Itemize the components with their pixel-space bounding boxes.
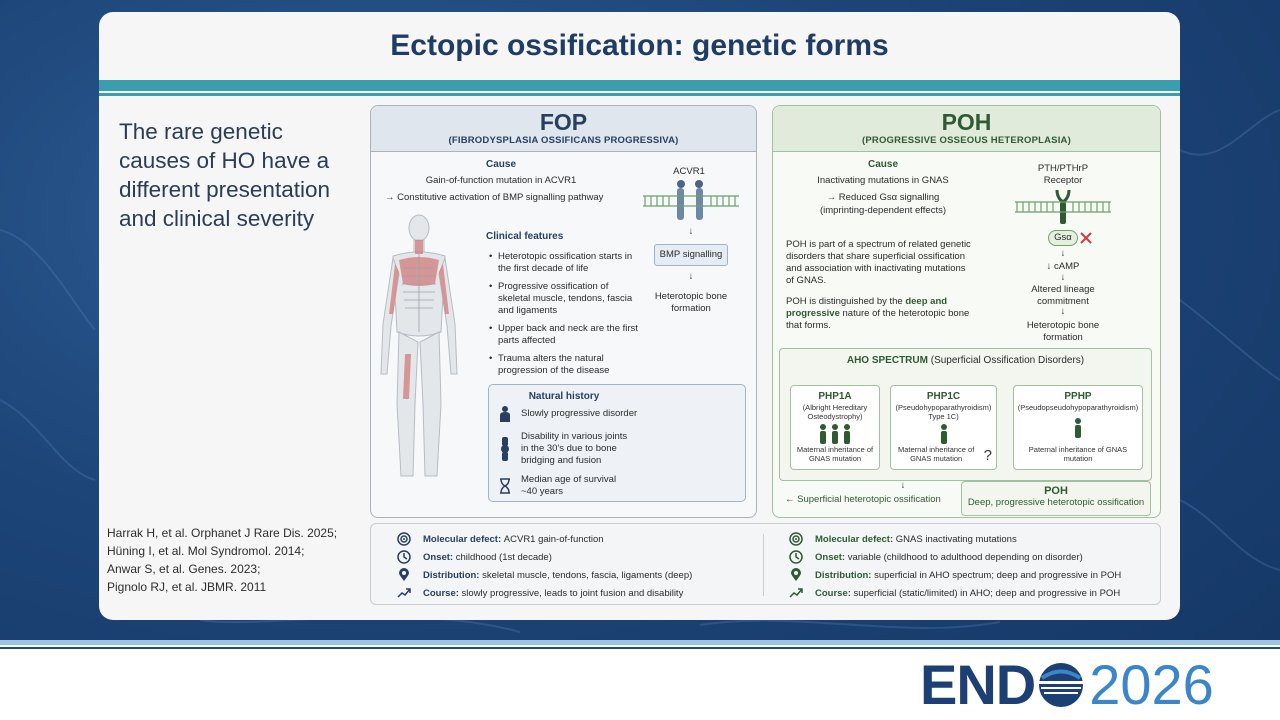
slide-subtitle: The rare genetic causes of HO have a dif… bbox=[119, 119, 330, 231]
summary-strip: Molecular defect: ACVR1 gain-of-function… bbox=[370, 523, 1161, 605]
arrow-down-icon: ↓ bbox=[1060, 248, 1066, 259]
hourglass-icon bbox=[500, 478, 510, 494]
clock-icon bbox=[789, 550, 803, 564]
bmp-signalling-box: BMP signalling bbox=[654, 244, 728, 266]
fop-header: FOP (FIBRODYSPLASIA OSSIFICANS PROGRESSI… bbox=[371, 106, 756, 152]
clinical-feature-item: Progressive ossification of skeletal mus… bbox=[489, 281, 639, 317]
arrow-down-icon: ↓ bbox=[1060, 272, 1066, 283]
endo-logo: END 2026 bbox=[920, 655, 1214, 715]
superficial-ho-label: ← Superficial heterotopic ossification bbox=[785, 494, 941, 505]
poh-cause-heading: Cause bbox=[867, 159, 898, 170]
reference-2: Hüning I, et al. Mol Syndromol. 2014; bbox=[107, 544, 305, 558]
poh-paragraph-1: POH is part of a spectrum of related gen… bbox=[786, 239, 971, 286]
fop-title: FOP bbox=[539, 109, 588, 135]
acvr1-label: ACVR1 bbox=[673, 166, 705, 177]
trend-icon bbox=[789, 588, 803, 598]
fop-clinical-list: Heterotopic ossification starts in the f… bbox=[489, 251, 639, 383]
poh-paragraph-2: POH is distinguished by the deep and pro… bbox=[786, 296, 970, 331]
footer-stripe bbox=[0, 640, 1280, 645]
location-pin-icon bbox=[399, 568, 409, 581]
summary-poh-distribution: Distribution: superficial in AHO spectru… bbox=[789, 568, 1121, 582]
clinical-feature-item: Upper back and neck are the first parts … bbox=[489, 323, 639, 347]
arrow-down-icon: ↓ bbox=[688, 271, 694, 282]
summary-poh-course: Course: superficial (static/limited) in … bbox=[789, 586, 1120, 600]
poh-title: POH bbox=[941, 109, 992, 135]
natural-history-item-1: Slowly progressive disorder bbox=[499, 406, 637, 422]
gsa-node: Gsα bbox=[1048, 230, 1078, 246]
summary-fop-onset: Onset: childhood (1st decade) bbox=[397, 550, 552, 564]
membrane-receptor-icon bbox=[1015, 189, 1111, 224]
fop-cause-line1: Gain-of-function mutation in ACVR1 bbox=[425, 175, 577, 186]
natural-history-box: Natural history Slowly progressive disor… bbox=[488, 384, 746, 502]
natural-history-heading: Natural history bbox=[528, 391, 600, 402]
poh-outcome-label: Heterotopic bone formation bbox=[1026, 320, 1100, 343]
inhibition-cross-icon bbox=[1080, 232, 1092, 244]
camp-label: ↓ cAMP bbox=[1046, 261, 1080, 272]
poh-panel: POH (PROGRESSIVE OSSEOUS HETEROPLASIA) C… bbox=[772, 105, 1161, 518]
aho-card-php1c: PHP1C (Pseudohypoparathyroidism) Type 1C… bbox=[890, 385, 997, 470]
arrow-down-icon: ↓ bbox=[688, 226, 694, 237]
reference-3: Anwar S, et al. Genes. 2023; bbox=[107, 562, 261, 576]
arrow-down-icon: ↓ bbox=[900, 480, 906, 491]
summary-fop-molecular: Molecular defect: ACVR1 gain-of-function bbox=[397, 532, 604, 546]
natural-history-item-2: Disability in various joints in the 30's… bbox=[499, 431, 631, 467]
aho-spectrum-box: AHO SPECTRUM (Superficial Ossification D… bbox=[779, 348, 1152, 481]
clock-icon bbox=[397, 550, 411, 564]
joint-icon bbox=[501, 437, 509, 461]
summary-fop-course: Course: slowly progressive, leads to joi… bbox=[397, 586, 683, 600]
poh-cause-line2: → Reduced Gsα signalling bbox=[826, 192, 940, 203]
poh-subtitle: (PROGRESSIVE OSSEOUS HETEROPLASIA) bbox=[862, 135, 1071, 146]
pth-receptor-label: PTH/PTHrP Receptor bbox=[1037, 163, 1089, 186]
poh-cause-line1: Inactivating mutations in GNAS bbox=[817, 175, 949, 186]
trend-icon bbox=[397, 588, 411, 598]
logo-year: 2026 bbox=[1089, 653, 1214, 716]
summary-poh-molecular: Molecular defect: GNAS inactivating muta… bbox=[789, 532, 1017, 546]
title-underline-thin bbox=[99, 93, 1180, 96]
poh-header: POH (PROGRESSIVE OSSEOUS HETEROPLASIA) bbox=[773, 106, 1160, 152]
fop-cause-heading: Cause bbox=[485, 159, 516, 170]
summary-poh-onset: Onset: variable (childhood to adulthood … bbox=[789, 550, 1083, 564]
globe-icon bbox=[1039, 663, 1084, 707]
poh-cause-line3: (imprinting-dependent effects) bbox=[819, 205, 947, 216]
slide-title: Ectopic ossification: genetic forms bbox=[390, 29, 889, 62]
footer-stripe-thin bbox=[0, 647, 1280, 649]
poh-deep-box: POH Deep, progressive heterotopic ossifi… bbox=[961, 481, 1151, 516]
fop-outcome-label: Heterotopic bone formation bbox=[654, 291, 728, 314]
natural-history-item-3: Median age of survival ~40 years bbox=[499, 474, 631, 498]
human-skeleton-icon bbox=[380, 214, 458, 477]
summary-fop-distribution: Distribution: skeletal muscle, tendons, … bbox=[397, 568, 692, 582]
fop-panel: FOP (FIBRODYSPLASIA OSSIFICANS PROGRESSI… bbox=[370, 105, 757, 518]
membrane-receptor-icon bbox=[643, 180, 739, 220]
aho-heading: AHO SPECTRUM (Superficial Ossification D… bbox=[846, 355, 1085, 366]
target-icon bbox=[789, 532, 803, 546]
aho-card-pphp: PPHP (Pseudopseudohypoparathyroidism) Pa… bbox=[1013, 385, 1143, 470]
target-icon bbox=[397, 532, 411, 546]
logo-text: END bbox=[920, 653, 1036, 716]
arrow-down-icon: ↓ bbox=[1060, 306, 1066, 317]
person-icon bbox=[1075, 418, 1081, 438]
references: Harrak H, et al. Orphanet J Rare Dis. 20… bbox=[107, 524, 357, 596]
lineage-label: Altered lineage commitment bbox=[1031, 284, 1095, 307]
question-mark: ? bbox=[983, 447, 992, 464]
family-icon bbox=[820, 424, 850, 444]
clinical-feature-item: Trauma alters the natural progression of… bbox=[489, 353, 639, 377]
person-icon bbox=[500, 406, 510, 422]
location-pin-icon bbox=[791, 568, 801, 581]
aho-card-php1a: PHP1A (Albright Hereditary Osteodystroph… bbox=[790, 385, 880, 470]
summary-divider bbox=[763, 534, 764, 596]
fop-subtitle: (FIBRODYSPLASIA OSSIFICANS PROGRESSIVA) bbox=[448, 135, 679, 146]
clinical-feature-item: Heterotopic ossification starts in the f… bbox=[489, 251, 639, 275]
reference-1: Harrak H, et al. Orphanet J Rare Dis. 20… bbox=[107, 526, 338, 540]
reference-4: Pignolo RJ, et al. JBMR. 2011 bbox=[107, 580, 267, 594]
fop-cause-line2: → Constitutive activation of BMP signall… bbox=[385, 192, 604, 203]
slide-card: Ectopic ossification: genetic forms The … bbox=[99, 12, 1180, 620]
person-icon bbox=[940, 424, 947, 444]
fop-clinical-heading: Clinical features bbox=[486, 231, 564, 242]
title-underline bbox=[99, 80, 1180, 91]
